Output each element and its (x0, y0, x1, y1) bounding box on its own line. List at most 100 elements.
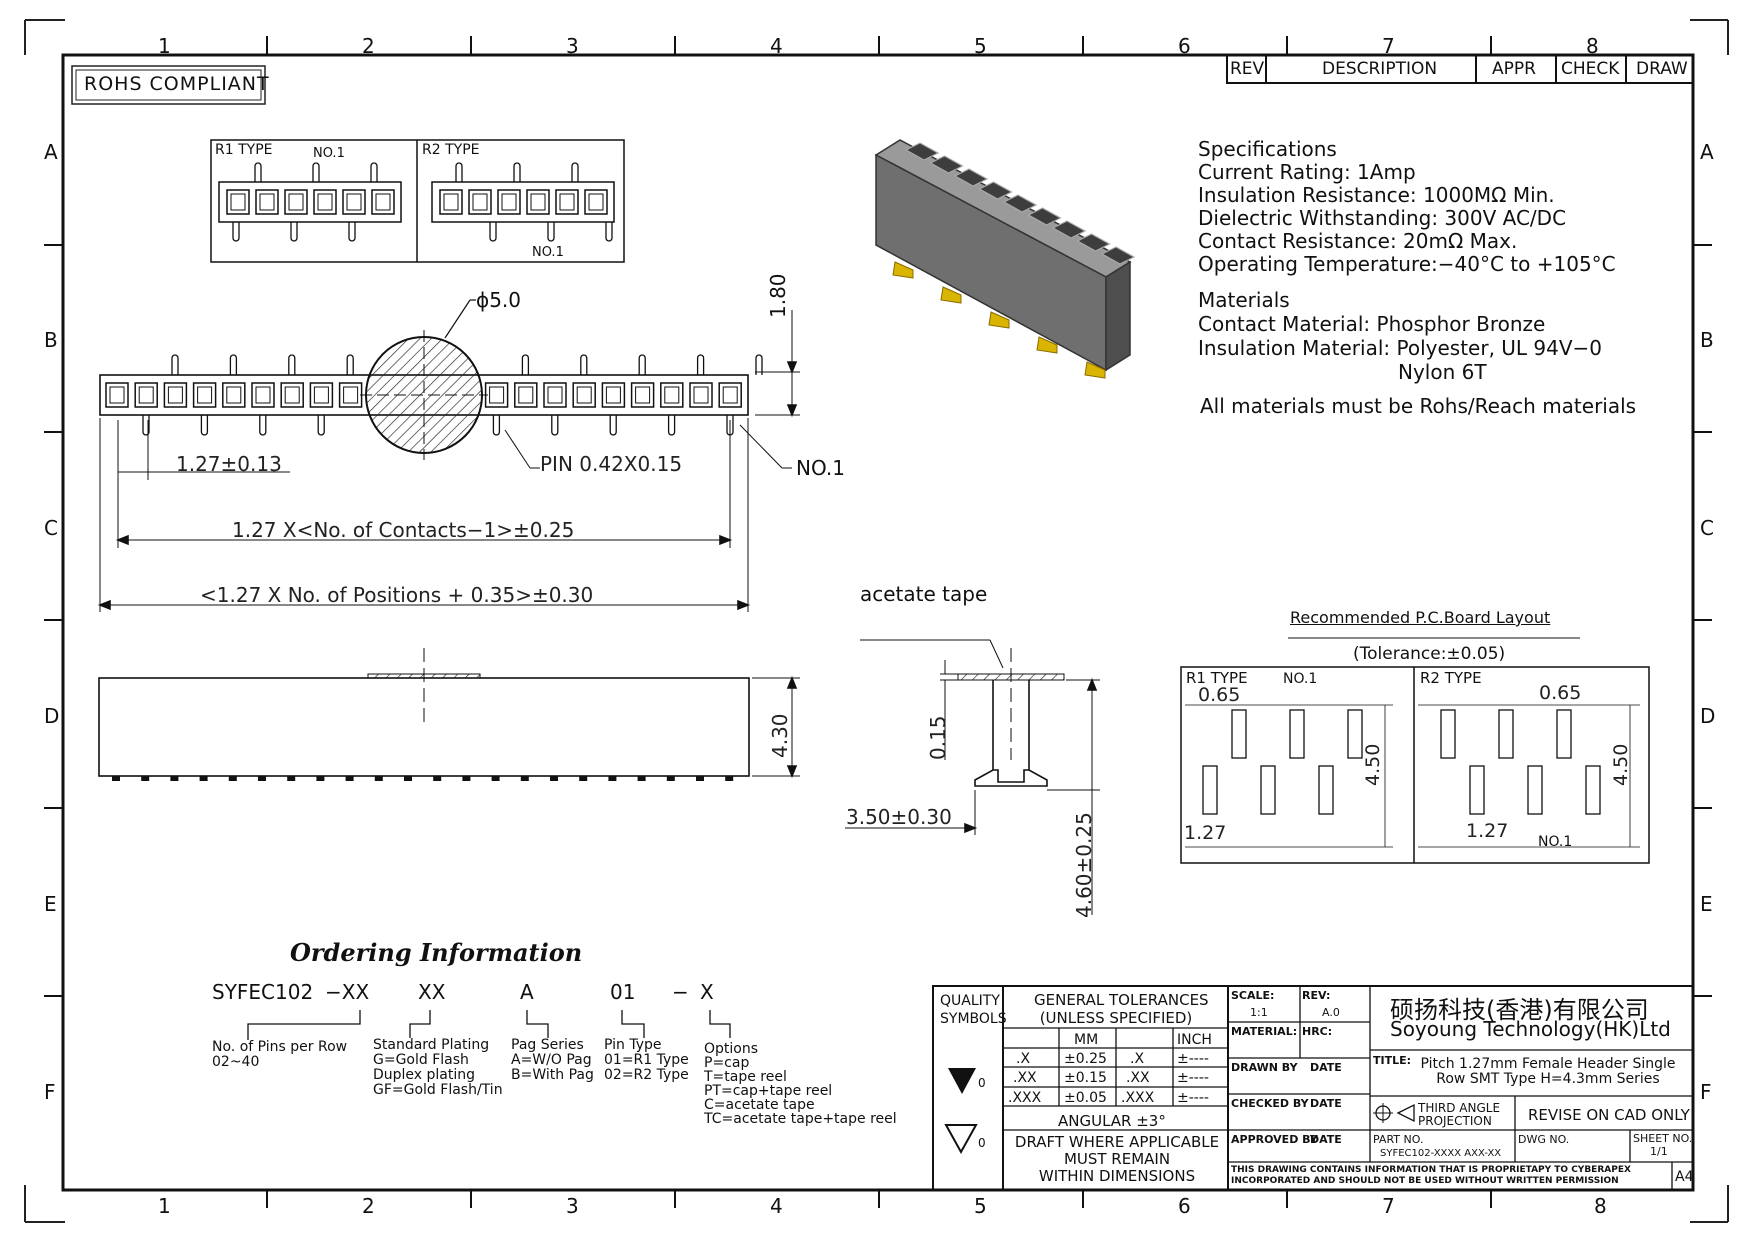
front-pin-up (346, 354, 354, 375)
side-foot (520, 776, 529, 781)
front-cell (163, 382, 188, 408)
side-foot (374, 776, 383, 781)
ordering-col-pag: Pag Series A=W/O Pag B=With Pag (511, 1038, 594, 1083)
front-cell-inner (605, 386, 621, 404)
height-4-30-label: 4.30 (768, 713, 792, 758)
pcb-pad (1202, 765, 1218, 815)
part-no-value: SYFEC102-XXXX AXX-XX (1380, 1148, 1502, 1159)
ordering-code-plating: XX (418, 980, 446, 1004)
quality-symbol-0: 0 (978, 1076, 986, 1090)
pin-down (290, 222, 298, 242)
rohs-box (71, 65, 266, 105)
revise-on-cad: REVISE ON CAD ONLY (1528, 1106, 1690, 1124)
front-pin-down (142, 415, 150, 436)
zone-row-f-right: F (1700, 1080, 1712, 1104)
approved-date-label: DATE (1310, 1133, 1342, 1146)
zone-col-7-bottom: 7 (1382, 1194, 1395, 1218)
front-cell-inner (576, 386, 592, 404)
zone-row-e: E (44, 892, 57, 916)
pcb-r2-pitch: 0.65 (1539, 682, 1582, 704)
checked-date-label: DATE (1310, 1097, 1342, 1110)
pin-down (547, 222, 555, 242)
materials-block: Materials Contact Material: Phosphor Bro… (1198, 288, 1602, 384)
ordering-text: Pin Type (604, 1037, 662, 1053)
front-view (97, 299, 800, 612)
pcb-r2-row-pitch: 1.27 (1466, 820, 1509, 842)
cavity (1051, 220, 1087, 239)
title-text: (UNLESS SPECIFIED) (1039, 1009, 1193, 1027)
contact-cell (226, 189, 250, 215)
contact-cell (284, 189, 308, 215)
contact-cell (342, 189, 366, 215)
r1-no1-label: NO.1 (313, 146, 345, 161)
front-cell-inner (197, 386, 213, 404)
tol-cell: ±---- (1177, 1070, 1209, 1086)
cavity (904, 142, 940, 161)
title-block (932, 985, 1694, 1191)
side-foot (141, 776, 150, 781)
front-cell (514, 382, 538, 408)
tape-thickness-label: 0.15 (926, 715, 950, 760)
company-name-cn: 硕扬科技(香港)有限公司 (1390, 996, 1649, 1024)
ordering-code-option: X (700, 980, 714, 1004)
front-cell-inner (547, 386, 563, 404)
drawing-title: Pitch 1.27mm Female Header Single Row SM… (1408, 1057, 1688, 1087)
front-pin-up (229, 354, 238, 375)
material-label: MATERIAL: (1231, 1025, 1298, 1038)
ordering-lines (247, 1010, 731, 1040)
ordering-text: PT=cap+tape reel (704, 1083, 833, 1099)
front-cell (251, 382, 275, 408)
front-cell-inner (722, 386, 738, 404)
zone-col-6: 6 (1178, 34, 1191, 58)
front-pin-up (171, 354, 179, 375)
title-text: MUST REMAIN (1063, 1150, 1171, 1168)
height-1-80-label: 1.80 (766, 273, 790, 318)
ordering-text: G=Gold Flash (373, 1052, 469, 1068)
pin-up (513, 162, 521, 182)
span-dimension: 1.27 X<No. of Contacts−1>±0.25 (232, 518, 575, 542)
contact-cell (439, 189, 463, 215)
mm-header: MM (1074, 1032, 1099, 1048)
front-pin-up (288, 354, 296, 375)
title-text: DRAFT WHERE APPLICABLE (1014, 1133, 1220, 1151)
scale-value: 1:1 (1250, 1006, 1268, 1019)
ordering-text: Standard Plating (373, 1037, 490, 1053)
pin-up (312, 162, 320, 182)
third-angle-projection: THIRD ANGLE PROJECTION (1418, 1102, 1500, 1128)
ordering-code-dash: − (672, 980, 689, 1004)
part-no-label: PART NO. (1373, 1133, 1424, 1146)
check-header: CHECK (1561, 59, 1620, 79)
contact-cell (584, 189, 608, 215)
front-pin-down (492, 415, 501, 436)
title-text: GENERAL TOLERANCES (1034, 991, 1209, 1009)
pcb-r2-label: R2 TYPE (1420, 669, 1482, 687)
side-foot (491, 776, 500, 781)
gold-pin (1084, 361, 1106, 379)
side-foot (316, 776, 325, 781)
front-cell (309, 382, 334, 408)
pin-up (370, 162, 378, 182)
zone-col-5: 5 (974, 34, 987, 58)
drawn-date-label: DATE (1310, 1061, 1342, 1074)
pcb-pad (1231, 709, 1247, 759)
front-cell-inner (138, 386, 154, 404)
pin-up (254, 162, 262, 182)
drawn-by-label: DRAWN BY (1231, 1061, 1298, 1074)
ordering-text: B=With Pag (511, 1067, 594, 1083)
front-cell-inner (284, 386, 300, 404)
cavity (929, 155, 964, 174)
contact-cell (313, 189, 337, 215)
contact-cell-inner (230, 193, 246, 211)
front-cell-inner (226, 386, 242, 404)
contact-cell (526, 189, 550, 215)
front-cell (280, 382, 304, 408)
side-foot (228, 776, 237, 781)
pcb-pad (1556, 709, 1572, 759)
tol-cell: ±---- (1177, 1051, 1209, 1067)
pcb-r2-height: 4.50 (1610, 743, 1632, 786)
ordering-title: Ordering Information (290, 938, 583, 967)
specifications-block: Specifications Current Rating: 1Amp Insu… (1198, 138, 1616, 276)
front-cell (572, 382, 596, 408)
spec-line: Operating Temperature:−40°C to +105°C (1198, 252, 1616, 276)
tol-cell: ±---- (1177, 1090, 1209, 1106)
